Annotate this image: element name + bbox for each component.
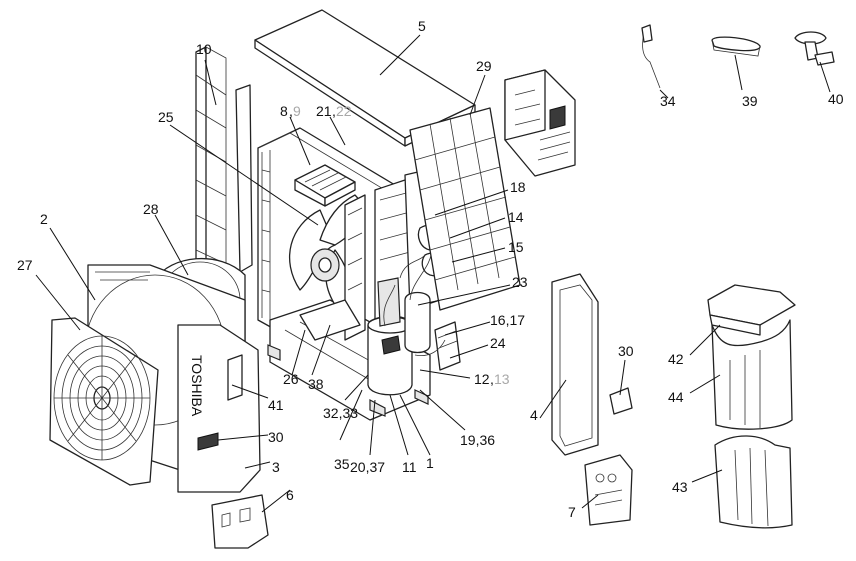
sound-insulation-outer-part	[711, 319, 793, 430]
reactor-part	[434, 321, 461, 371]
drain-cap-part	[711, 36, 761, 57]
badge-part	[197, 432, 219, 451]
valve-cover-part	[584, 454, 633, 526]
label-28: 28	[143, 201, 159, 217]
leader-lines	[35, 34, 831, 513]
handle-part	[227, 354, 243, 401]
label-34: 34	[660, 93, 676, 109]
label-5: 5	[418, 18, 426, 34]
label-32-33: 32,33	[323, 405, 358, 421]
label-15: 15	[508, 239, 524, 255]
bracket-part	[294, 164, 356, 207]
label-42: 42	[668, 351, 684, 367]
compressor-part	[367, 277, 431, 396]
drain-nipple-part	[794, 31, 835, 66]
front-panel-brand: TOSHIBA	[189, 355, 205, 417]
label-43: 43	[672, 479, 688, 495]
label-22: 22	[336, 103, 352, 119]
label-8-9-separator: ,	[289, 103, 293, 119]
top-insulation-part	[707, 284, 796, 336]
piping-cover-part	[211, 494, 269, 549]
clip-part	[641, 24, 661, 89]
label-21: 21	[316, 103, 332, 119]
label-23: 23	[512, 274, 528, 290]
label-29: 29	[476, 58, 492, 74]
label-20-37: 20,37	[350, 459, 385, 475]
fan-grille-part	[49, 317, 159, 486]
label-27: 27	[17, 257, 33, 273]
label-12-13-separator: ,	[490, 371, 494, 387]
label-6: 6	[286, 487, 294, 503]
label-18: 18	[510, 179, 526, 195]
label-26: 26	[283, 371, 299, 387]
side-panel-part	[551, 273, 599, 456]
label-3: 3	[272, 459, 280, 475]
label-14: 14	[508, 209, 524, 225]
label-21-22-separator: ,	[332, 103, 336, 119]
label-4: 4	[530, 407, 538, 423]
small-badge-part	[609, 387, 633, 415]
label-1: 1	[426, 455, 434, 471]
label-41: 41	[268, 397, 284, 413]
fan-motor-part	[299, 194, 366, 341]
label-40: 40	[828, 91, 844, 107]
rear-side-grille-part	[195, 46, 253, 291]
label-13: 13	[494, 371, 510, 387]
label-25: 25	[158, 109, 174, 125]
label-9: 9	[293, 103, 301, 119]
label-12: 12	[474, 371, 490, 387]
label-24: 24	[490, 335, 506, 351]
label-10: 10	[196, 41, 212, 57]
rear-grille-part	[409, 107, 521, 311]
label-16-17: 16,17	[490, 312, 525, 328]
label-11: 11	[402, 459, 417, 475]
label-44: 44	[668, 389, 684, 405]
label-8: 8	[280, 103, 288, 119]
sound-insulation-inner-part	[714, 435, 793, 529]
label-19-36: 19,36	[460, 432, 495, 448]
callout-labels: 5 10 8 , 9 21 , 22 25 29 18 14 15 23 16,…	[17, 18, 844, 520]
label-7: 7	[568, 504, 576, 520]
label-30-front: 30	[268, 429, 284, 445]
label-2: 2	[40, 211, 48, 227]
label-30-side: 30	[618, 343, 634, 359]
label-39: 39	[742, 93, 758, 109]
label-35: 35	[334, 456, 350, 472]
control-box-part	[504, 69, 576, 177]
label-38: 38	[308, 376, 324, 392]
